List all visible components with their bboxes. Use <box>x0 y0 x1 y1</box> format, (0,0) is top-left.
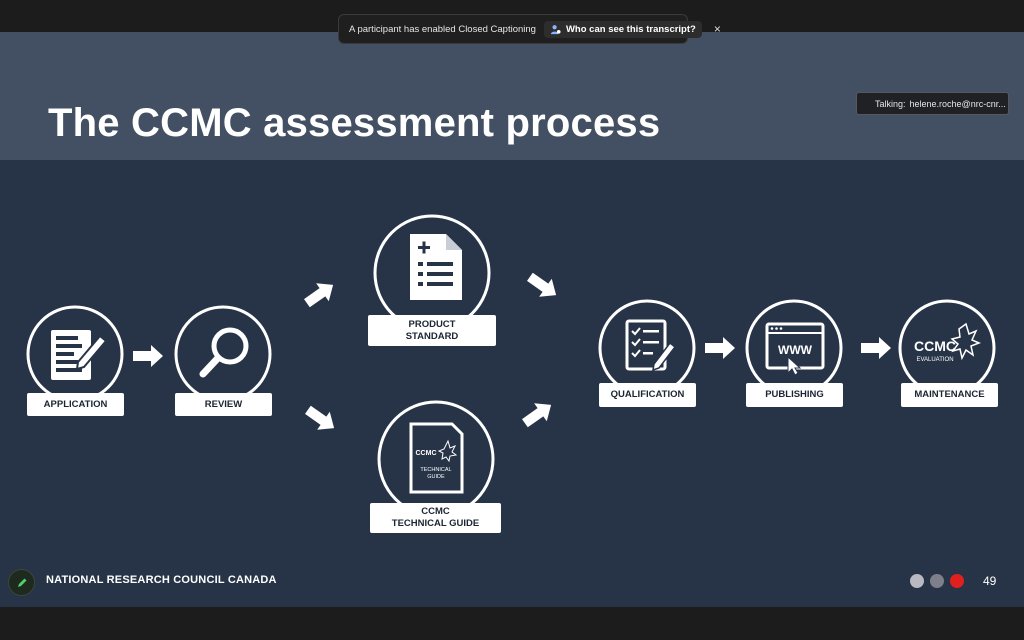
publishing-step: WWW <box>745 299 843 397</box>
application-step <box>26 305 124 403</box>
step-label-qualification: QUALIFICATION <box>599 383 696 407</box>
slide: The CCMC assessment process <box>0 32 1024 607</box>
magnifier-icon <box>199 327 249 378</box>
transcript-visibility-button[interactable]: Who can see this transcript? <box>543 20 702 38</box>
talking-indicator: Talking: helene.roche@nrc-cnr... <box>856 92 1009 115</box>
technical-guide-step: CCMC TECHNICAL GUIDE <box>377 400 495 518</box>
caption-notification: A participant has enabled Closed Caption… <box>338 14 721 44</box>
talking-name: helene.roche@nrc-cnr... <box>909 98 1006 109</box>
transcript-visibility-label: Who can see this transcript? <box>565 23 696 35</box>
technical-guide-caption-1: TECHNICAL <box>420 467 451 473</box>
logo-dot-3 <box>950 574 964 588</box>
checklist-icon <box>625 319 677 372</box>
browser-www-icon: WWW <box>765 322 825 376</box>
technical-guide-document-icon: CCMC TECHNICAL GUIDE <box>409 422 464 494</box>
ccmc-evaluation-big-text: CCMC <box>914 338 956 354</box>
technical-guide-caption-2: GUIDE <box>427 474 445 480</box>
bottom-bar <box>0 607 1024 640</box>
step-label-product-standard: PRODUCT STANDARD <box>368 315 496 346</box>
close-icon[interactable]: × <box>713 22 721 36</box>
annotate-pen-button[interactable] <box>8 569 35 596</box>
step-label-review: REVIEW <box>175 393 272 416</box>
arrow-review-to-standard <box>304 283 334 308</box>
step-label-maintenance: MAINTENANCE <box>901 383 998 407</box>
application-form-icon <box>51 330 108 380</box>
arrow-qualification-to-publishing <box>705 337 735 359</box>
slide-title: The CCMC assessment process <box>48 101 661 145</box>
footer-organization: NATIONAL RESEARCH COUNCIL CANADA <box>46 574 277 586</box>
maintenance-step: CCMC EVALUATION <box>898 299 996 397</box>
step-label-publishing: PUBLISHING <box>746 383 843 407</box>
page-number: 49 <box>983 574 997 588</box>
arrow-review-to-guide <box>305 405 335 430</box>
title-band <box>0 32 1024 160</box>
arrow-publishing-to-maintenance <box>861 337 891 359</box>
logo-dot-1 <box>910 574 924 588</box>
process-diagram: CCMC TECHNICAL GUIDE WWW <box>26 214 996 518</box>
arrow-guide-to-qualification <box>522 403 552 428</box>
pen-icon <box>17 578 26 587</box>
www-text: WWW <box>778 343 813 357</box>
step-label-application: APPLICATION <box>27 393 124 416</box>
arrow-standard-to-qualification <box>527 272 557 297</box>
arrow-application-to-review <box>133 345 163 367</box>
step-label-technical-guide: CCMC TECHNICAL GUIDE <box>370 503 501 533</box>
product-standard-step <box>373 214 491 332</box>
ccmc-evaluation-small-text: EVALUATION <box>916 357 953 363</box>
ccmc-evaluation-icon: CCMC EVALUATION <box>914 322 982 363</box>
caption-notification-text: A participant has enabled Closed Caption… <box>349 23 536 35</box>
people-icon <box>550 24 561 34</box>
technical-guide-ccmc-text: CCMC <box>416 450 437 457</box>
review-step <box>174 305 272 403</box>
talking-label: Talking: <box>875 98 906 109</box>
qualification-step <box>598 299 696 397</box>
document-list-icon <box>410 234 462 300</box>
logo-dot-2 <box>930 574 944 588</box>
